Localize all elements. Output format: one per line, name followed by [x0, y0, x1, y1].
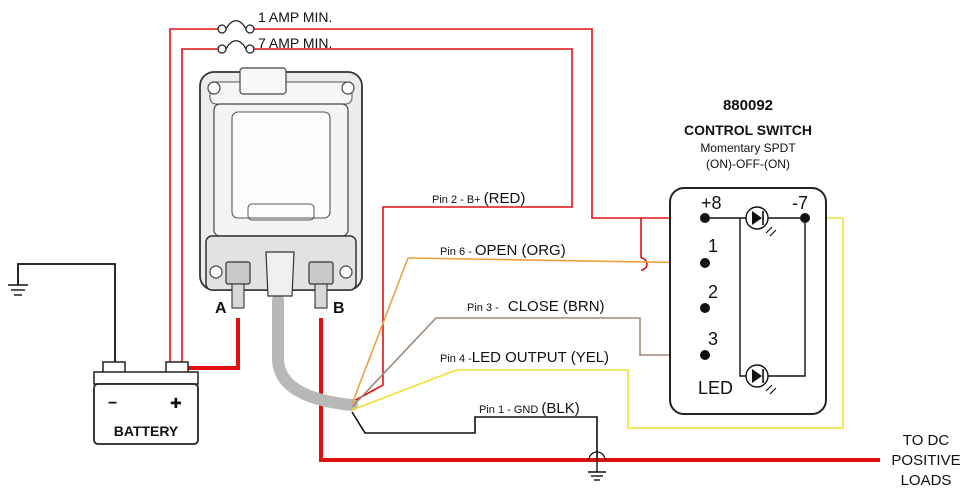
led-bottom-icon: [745, 364, 777, 395]
switch-part-number: 880092: [723, 97, 773, 114]
terminal-plus8-label: +8: [701, 193, 722, 213]
battery-plus-symbol: ✚: [170, 395, 182, 411]
ground-symbol-bottom: [588, 458, 606, 481]
pin3-label: Pin 3 - CLOSE (BRN): [467, 298, 605, 315]
red-fused-wires: [169, 28, 705, 403]
terminal-plus8-dot: [700, 213, 710, 223]
pin2-red-wire: [254, 48, 573, 403]
ground-symbol-left: [8, 284, 28, 296]
battery: − ✚ BATTERY: [93, 361, 199, 445]
led-top-icon: [745, 206, 777, 237]
fuse2-to-battery-wire: [181, 48, 218, 368]
pin1-black-wire: [351, 411, 598, 458]
terminal-3-dot: [700, 350, 710, 360]
loads-label-line2: POSITIVE: [891, 452, 960, 469]
pin6-label: Pin 6 - OPEN (ORG): [440, 242, 566, 259]
terminal-1-dot: [700, 258, 710, 268]
terminal-a-battery-wire: [182, 318, 240, 370]
loads-label-line3: LOADS: [901, 472, 952, 489]
pin1-label: Pin 1 - GND (BLK): [479, 400, 580, 417]
relay-unit: [199, 67, 363, 309]
battery-label: BATTERY: [114, 423, 179, 439]
loads-label-line1: TO DC: [903, 432, 950, 449]
battery-minus-symbol: −: [108, 395, 117, 412]
cable-bundle: [272, 294, 358, 411]
fuse-2: [217, 40, 255, 54]
terminal-a-label: A: [215, 300, 227, 317]
battery-ground-wire: [17, 263, 116, 368]
terminal-minus7-label: -7: [792, 193, 808, 213]
terminal-2-dot: [700, 303, 710, 313]
fuse-1: [217, 20, 255, 34]
fuse1-to-switch-wire: [254, 28, 705, 219]
led-label: LED: [698, 378, 733, 398]
terminal-1-label: 1: [708, 236, 718, 256]
pin3-brown-wire: [351, 317, 705, 408]
switch-title: CONTROL SWITCH: [684, 122, 812, 138]
pin6-orange-wire: [351, 257, 706, 405]
switch-subtitle-1: Momentary SPDT: [700, 141, 796, 155]
switch-subtitle-2: (ON)-OFF-(ON): [706, 157, 790, 171]
terminal-2-label: 2: [708, 282, 718, 302]
terminal-b-loads-wire: [319, 318, 880, 462]
fuse-2-label: 7 AMP MIN.: [258, 35, 332, 51]
pin4-yellow-wire: [351, 217, 844, 429]
terminal-3-label: 3: [708, 329, 718, 349]
pin2-label: Pin 2 - B+ (RED): [432, 190, 525, 207]
fuse-1-label: 1 AMP MIN.: [258, 9, 332, 25]
pin4-label: Pin 4 -LED OUTPUT (YEL): [440, 349, 609, 366]
fuse1-to-battery-wire: [169, 28, 218, 368]
terminal-b-label: B: [333, 300, 345, 317]
